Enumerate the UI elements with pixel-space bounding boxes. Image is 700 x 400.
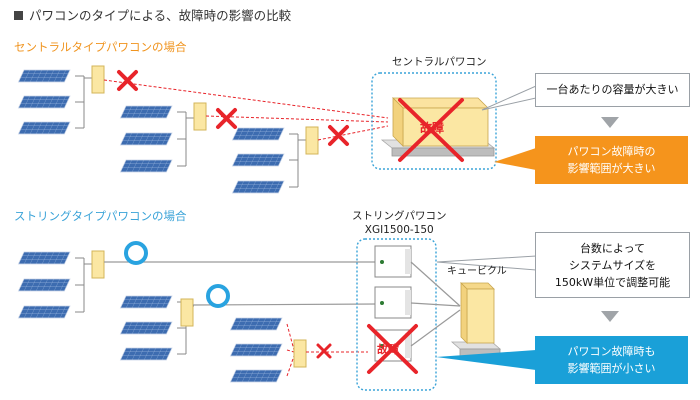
central-junction-box-1 bbox=[91, 65, 105, 94]
string-group-1-panels bbox=[17, 251, 71, 319]
result-pointer bbox=[436, 350, 536, 370]
string-group-3-panels bbox=[229, 317, 283, 383]
string-result-line1: パワコン故障時も bbox=[567, 345, 656, 358]
central-group-2-wiring bbox=[177, 111, 194, 167]
string-inverter-1 bbox=[374, 245, 412, 278]
units-callout-line2: システムサイズを bbox=[568, 258, 657, 272]
central-feed-lines bbox=[103, 79, 389, 141]
result-pointer bbox=[494, 148, 536, 170]
string-inverter-2 bbox=[374, 286, 412, 319]
string-junction-box-1 bbox=[91, 250, 105, 279]
string-pcs-label: ストリングパワコン XGI1500-150 bbox=[352, 209, 447, 237]
capacity-callout: 一台あたりの容量が大きい bbox=[535, 73, 690, 107]
string-pcs-label-line2: XGI1500-150 bbox=[364, 224, 434, 236]
central-result-line2: 影響範囲が大きい bbox=[567, 162, 656, 175]
central-group-2-panels bbox=[119, 105, 173, 173]
string-group-3-wiring bbox=[286, 323, 295, 377]
x-mark-icon bbox=[367, 324, 418, 374]
circle-icon bbox=[206, 284, 230, 308]
central-group-1-panels bbox=[17, 69, 71, 135]
callout-pointer bbox=[481, 85, 537, 111]
string-group-1-wiring bbox=[75, 257, 92, 313]
page-title: パワコンのタイプによる、故障時の影響の比較 bbox=[14, 8, 292, 23]
string-group-2-panels bbox=[119, 295, 173, 361]
page-title-text: パワコンのタイプによる、故障時の影響の比較 bbox=[29, 8, 292, 23]
units-callout-line1: 台数によって bbox=[579, 241, 646, 255]
central-group-1-wiring bbox=[75, 75, 92, 129]
central-junction-box-2 bbox=[193, 102, 207, 131]
arrow-down-icon bbox=[601, 117, 619, 128]
central-group-3-wiring bbox=[289, 133, 306, 188]
string-result-line2: 影響範囲が小さい bbox=[567, 362, 656, 375]
string-pcs-label-line1: ストリングパワコン bbox=[352, 210, 447, 222]
central-result-box: パワコン故障時の 影響範囲が大きい bbox=[535, 136, 688, 184]
string-junction-box-3 bbox=[293, 339, 307, 368]
central-pcs-frame bbox=[371, 72, 497, 170]
central-heading: セントラルタイプパワコンの場合 bbox=[14, 40, 187, 54]
string-fault-label: 故障 bbox=[377, 343, 399, 356]
central-result-line1: パワコン故障時の bbox=[567, 145, 656, 158]
cubicle-label: キュービクル bbox=[447, 266, 507, 277]
cubicle-unit bbox=[450, 282, 502, 357]
units-callout: 台数によって システムサイズを 150kW単位で調整可能 bbox=[535, 232, 690, 298]
circle-icon bbox=[124, 241, 148, 265]
string-pcs-frame bbox=[356, 238, 437, 391]
central-pcs-label: セントラルパワコン bbox=[392, 56, 487, 68]
string-result-box: パワコン故障時も 影響範囲が小さい bbox=[535, 336, 688, 384]
x-mark-icon bbox=[216, 108, 237, 129]
central-junction-box-3 bbox=[305, 126, 319, 155]
central-fault-label: 故障 bbox=[420, 121, 445, 135]
central-group-3-panels bbox=[231, 127, 285, 194]
x-mark-icon bbox=[398, 98, 464, 162]
x-mark-icon bbox=[316, 343, 332, 359]
x-mark-icon bbox=[328, 125, 349, 146]
units-callout-line3: 150kW単位で調整可能 bbox=[554, 275, 671, 289]
cubicle-feed-lines bbox=[410, 261, 461, 347]
string-heading: ストリングタイプパワコンの場合 bbox=[14, 209, 187, 223]
x-mark-icon bbox=[117, 70, 138, 91]
bullet-square-icon bbox=[14, 11, 23, 20]
string-junction-box-2 bbox=[180, 298, 194, 327]
arrow-down-icon bbox=[601, 311, 619, 322]
